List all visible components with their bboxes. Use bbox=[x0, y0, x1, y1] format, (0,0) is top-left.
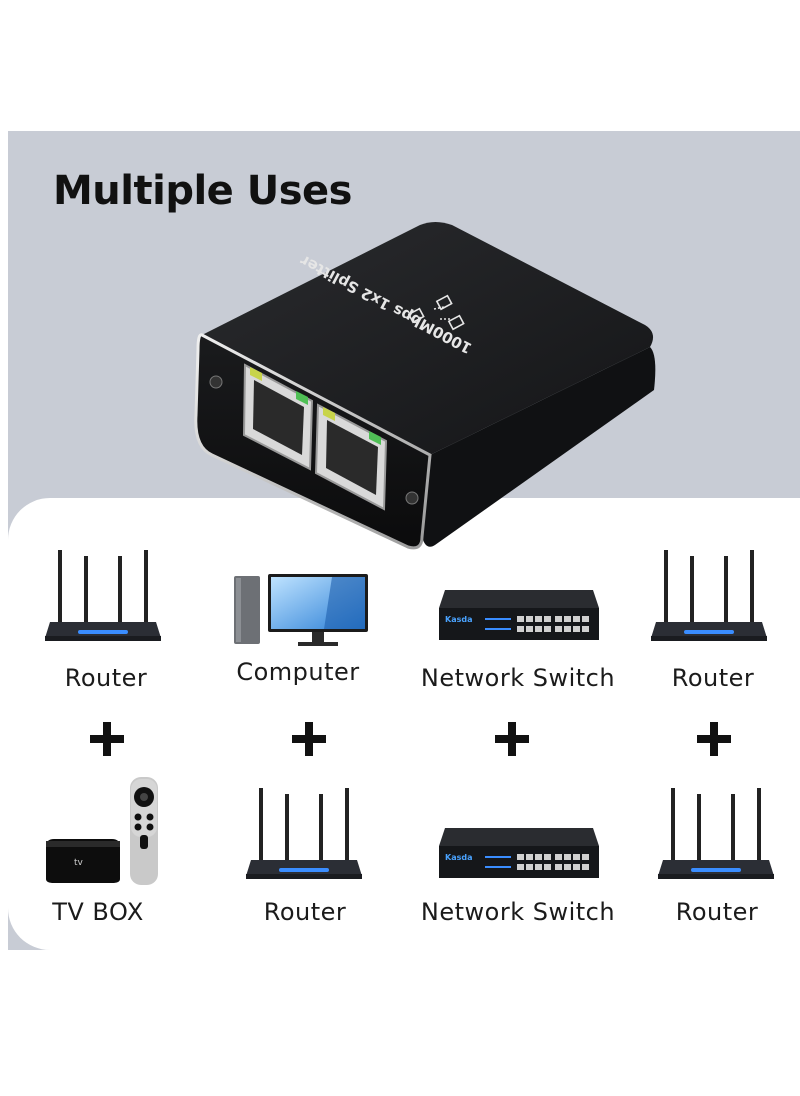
use-bottom-label: Router bbox=[675, 898, 759, 926]
router-icon bbox=[658, 788, 774, 879]
ethernet-port-1-icon bbox=[242, 363, 314, 471]
svg-text:Kasda: Kasda bbox=[445, 615, 472, 624]
router-icon bbox=[246, 788, 362, 879]
network-switch-icon: Kasda bbox=[439, 590, 599, 640]
use-bottom-label: Router bbox=[263, 898, 347, 926]
use-bottom-label: Network Switch bbox=[420, 898, 616, 926]
plus-icon bbox=[495, 722, 529, 756]
router-icon bbox=[45, 550, 161, 641]
page-title: Multiple Uses bbox=[53, 168, 352, 214]
plus-icon bbox=[697, 722, 731, 756]
use-top-label: Computer bbox=[236, 658, 360, 686]
ethernet-port-2-icon bbox=[314, 403, 388, 511]
use-top-label: Router bbox=[64, 664, 148, 692]
use-top-label: Network Switch bbox=[420, 664, 616, 692]
plus-icon bbox=[90, 722, 124, 756]
ethernet-splitter-image: 1000Mbps 1x2 Splitter bbox=[194, 222, 656, 550]
router-icon bbox=[651, 550, 767, 641]
svg-text:tv: tv bbox=[74, 858, 84, 868]
network-topology-icon bbox=[407, 294, 465, 331]
plus-icon bbox=[292, 722, 326, 756]
computer-icon bbox=[234, 574, 368, 646]
svg-text:Kasda: Kasda bbox=[445, 853, 472, 862]
use-top-label: Router bbox=[671, 664, 755, 692]
use-bottom-label: TV BOX bbox=[52, 898, 144, 926]
network-switch-icon: Kasda bbox=[439, 828, 599, 878]
tv-box-icon: tv bbox=[46, 777, 158, 885]
